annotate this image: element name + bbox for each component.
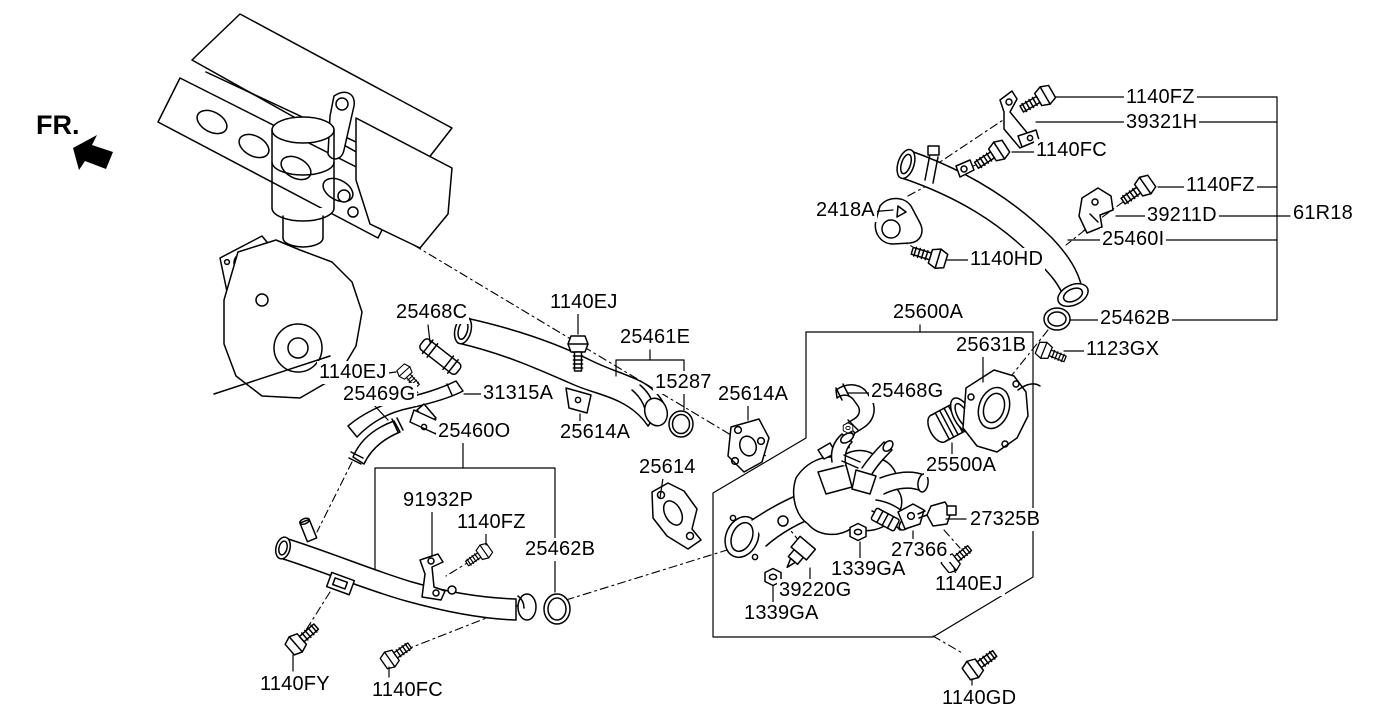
bracket-25614a-mid-art xyxy=(565,387,592,414)
part-label-2418a: 2418A xyxy=(814,199,877,222)
part-label-27366: 27366 xyxy=(889,539,950,562)
hose-25469g-art xyxy=(348,417,404,465)
part-label-39321h: 39321H xyxy=(1124,111,1200,134)
part-label-91932p: 91932P xyxy=(401,489,476,512)
lower-pipe-group xyxy=(274,442,571,672)
gasket-25614-art xyxy=(651,482,702,550)
hose-25468g-art xyxy=(835,383,875,436)
bolt-1140fy-icon xyxy=(282,618,324,658)
pipe-clamp-icon xyxy=(924,145,940,184)
bolt-1140fc-upper-icon xyxy=(970,137,1013,175)
part-label-1140fc-lower: 1140FC xyxy=(370,679,445,702)
part-label-25468g: 25468G xyxy=(869,380,946,403)
part-label-25462b-lower: 25462B xyxy=(523,538,598,561)
engine-block-sketch xyxy=(157,13,453,399)
oring-25462b-upper-art xyxy=(1043,307,1071,331)
part-label-25600a: 25600A xyxy=(891,301,966,324)
part-label-31315a: 31315A xyxy=(481,382,556,405)
part-label-1140ej-top: 1140EJ xyxy=(548,291,620,314)
part-label-25460o: 25460O xyxy=(436,420,513,443)
part-label-1140hd: 1140HD xyxy=(968,248,1046,271)
part-label-1140gd: 1140GD xyxy=(940,687,1019,710)
drain-plug-icon xyxy=(870,507,900,532)
part-label-1123gx: 1123GX xyxy=(1084,338,1162,361)
part-label-25614: 25614 xyxy=(637,456,698,479)
nut-1339ga-right-icon xyxy=(849,522,867,542)
part-label-1339ga-right: 1339GA xyxy=(829,558,908,581)
bolt-1140gd-icon xyxy=(959,644,1002,683)
thermostat-housing-group xyxy=(651,324,1069,683)
bracket-91932p-art xyxy=(419,553,446,601)
bracket-39211d-art xyxy=(1078,187,1114,234)
ref-box-25460o xyxy=(374,467,556,593)
part-label-1140fc-upper: 1140FC xyxy=(1034,139,1109,162)
part-label-1140fz-lower: 1140FZ xyxy=(455,511,528,534)
part-label-25461e: 25461E xyxy=(618,326,693,349)
fitting-25631b-art xyxy=(962,369,1041,453)
ref-bracket-61r18 xyxy=(1035,96,1291,321)
part-label-25462b-upper: 25462B xyxy=(1098,307,1173,330)
oring-15287-art xyxy=(668,410,694,438)
part-label-25468c: 25468C xyxy=(394,301,470,324)
fr-direction-arrow xyxy=(73,135,113,170)
part-label-39211d: 39211D xyxy=(1145,204,1219,227)
part-label-25460i: 25460I xyxy=(1100,228,1167,251)
bracket-2418a-art xyxy=(874,197,923,245)
bolt-1140fz-top-icon xyxy=(1016,82,1058,119)
part-label-15287: 15287 xyxy=(653,371,714,394)
part-label-1140ej-bottom: 1140EJ xyxy=(933,573,1005,596)
part-label-1140ej-left: 1140EJ xyxy=(317,361,389,384)
gasket-25614a-right-art xyxy=(727,418,770,473)
middle-pipe-group xyxy=(347,315,694,465)
sensor-27325b-art xyxy=(917,501,957,527)
pipe-mount-clamp xyxy=(325,571,356,596)
leader-lines xyxy=(292,151,1085,686)
part-label-25614a-right: 25614A xyxy=(716,383,791,406)
sensor-39220g-art xyxy=(786,535,817,569)
upper-coolant-pipe-assembly xyxy=(874,82,1159,331)
part-label-27325b: 27325B xyxy=(968,508,1043,531)
bolt-1123gx-icon xyxy=(1033,339,1069,368)
bolt-1140fz-lower-icon xyxy=(462,540,495,571)
bolt-1140fc-lower-icon xyxy=(378,637,416,672)
oring-25462b-lower-art xyxy=(543,593,571,625)
pipe-nipple xyxy=(299,517,318,543)
part-label-1339ga-left: 1339GA xyxy=(742,602,821,625)
fr-indicator-label: FR. xyxy=(36,110,80,140)
part-label-1140fz-top: 1140FZ xyxy=(1124,86,1197,109)
part-label-1140fy: 1140FY xyxy=(258,673,332,696)
part-label-25469g: 25469G xyxy=(341,383,418,406)
part-label-39220g: 39220G xyxy=(777,579,854,602)
hose-25468c-art xyxy=(419,338,462,376)
part-label-25500a: 25500A xyxy=(924,454,999,477)
part-label-25614a-mid: 25614A xyxy=(558,421,633,444)
part-label-1140fz-mid: 1140FZ xyxy=(1184,174,1257,197)
part-label-25631b: 25631B xyxy=(954,334,1029,357)
pipe-31315a-art xyxy=(347,380,464,438)
ref-box-25600a xyxy=(712,331,1034,638)
part-label-61r18: 61R18 xyxy=(1291,202,1355,225)
bolt-1140hd-icon xyxy=(908,240,950,272)
